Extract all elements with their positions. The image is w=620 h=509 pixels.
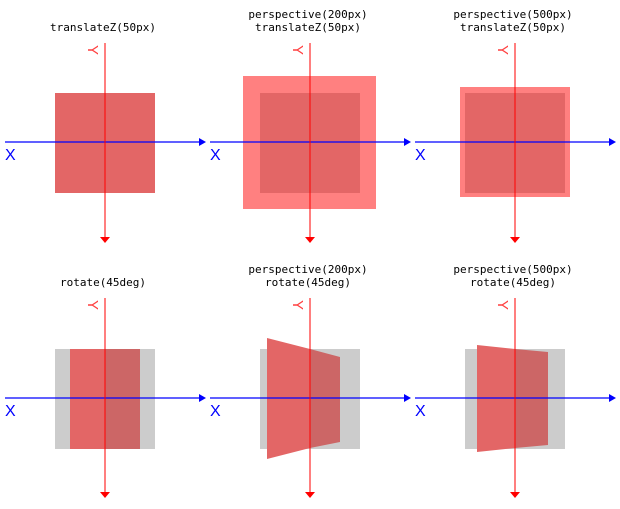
- y-axis-arrow: [305, 237, 315, 243]
- y-axis-arrow: [510, 492, 520, 498]
- x-axis-arrow: [199, 138, 206, 146]
- x-axis-arrow: [609, 138, 616, 146]
- panel-title-line: rotate(45deg): [265, 276, 351, 289]
- x-axis-arrow: [404, 138, 411, 146]
- y-axis-label: Y: [494, 300, 511, 310]
- rotated-square-front: [70, 349, 105, 449]
- panel-title: perspective(200px)translateZ(50px): [248, 8, 367, 34]
- panel-title-line: perspective(500px): [453, 263, 572, 276]
- rotated-square-back: [105, 349, 140, 449]
- x-axis-label: X: [415, 403, 426, 420]
- y-axis-arrow: [100, 237, 110, 243]
- panel-title-line: perspective(200px): [248, 263, 367, 276]
- x-axis-label: X: [210, 147, 221, 164]
- x-axis-arrow: [199, 394, 206, 402]
- panel-5: perspective(200px)rotate(45deg) X Y: [210, 263, 411, 498]
- x-axis-label: X: [5, 147, 16, 164]
- y-axis-label: Y: [84, 45, 101, 55]
- x-axis-arrow: [609, 394, 616, 402]
- y-axis-label: Y: [289, 45, 306, 55]
- y-axis-arrow: [100, 492, 110, 498]
- panel-title-line: perspective(200px): [248, 8, 367, 21]
- panel-2: perspective(200px)translateZ(50px) X Y: [210, 8, 411, 243]
- x-axis-arrow: [404, 394, 411, 402]
- x-axis-label: X: [415, 147, 426, 164]
- y-axis-label: Y: [84, 300, 101, 310]
- panel-title-line: rotate(45deg): [470, 276, 556, 289]
- panel-title-line: perspective(500px): [453, 8, 572, 21]
- panel-6: perspective(500px)rotate(45deg) X Y: [415, 263, 616, 498]
- panel-title-line: translateZ(50px): [460, 21, 566, 34]
- y-axis-label: Y: [494, 45, 511, 55]
- panel-4: rotate(45deg) X Y: [5, 276, 206, 498]
- panel-title-line: translateZ(50px): [50, 21, 156, 34]
- x-axis-label: X: [210, 403, 221, 420]
- panel-title-line: translateZ(50px): [255, 21, 361, 34]
- x-axis-label: X: [5, 403, 16, 420]
- panel-title: perspective(500px)rotate(45deg): [453, 263, 572, 289]
- panel-1: translateZ(50px) X Y: [5, 21, 206, 243]
- panel-title: perspective(500px)translateZ(50px): [453, 8, 572, 34]
- y-axis-label: Y: [289, 300, 306, 310]
- y-axis-arrow: [510, 237, 520, 243]
- panel-title: rotate(45deg): [60, 276, 146, 289]
- panel-title: translateZ(50px): [50, 21, 156, 34]
- panel-title-line: rotate(45deg): [60, 276, 146, 289]
- y-axis-arrow: [305, 492, 315, 498]
- panel-title: perspective(200px)rotate(45deg): [248, 263, 367, 289]
- panel-3: perspective(500px)translateZ(50px) X Y: [415, 8, 616, 243]
